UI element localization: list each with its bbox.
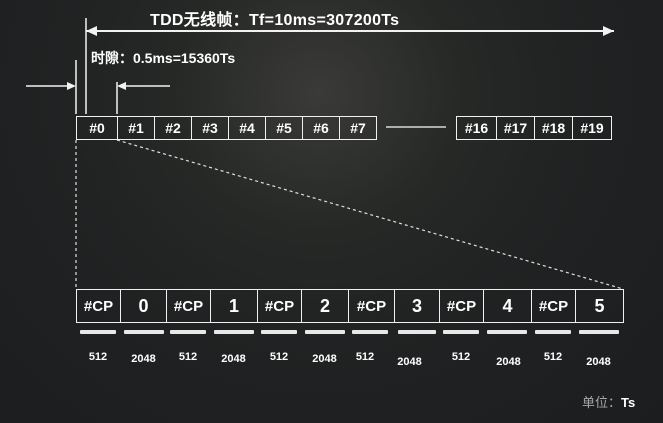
symbol-1-length: 2048 — [221, 353, 246, 365]
symbol-0: 0 — [120, 289, 167, 323]
slot-17: #17 — [496, 116, 535, 140]
symbol-3-length: 2048 — [397, 356, 422, 368]
symbol-4-underline — [487, 330, 527, 334]
symbol-3-number: 3 — [411, 295, 422, 316]
cp-5-underline — [535, 330, 571, 334]
unit-label: 单位： — [582, 395, 622, 410]
slot-18: #18 — [534, 116, 573, 140]
symbol-1: 1 — [210, 289, 258, 323]
slot-1: #1 — [117, 116, 155, 140]
frame-arrow-left-head — [86, 26, 97, 36]
symbol-2-number: 2 — [319, 295, 330, 316]
cp-0-underline — [80, 330, 116, 334]
zoom-line-right — [116, 139, 624, 290]
symbol-5-number: 5 — [594, 295, 605, 316]
unit-note: 单位：Ts — [582, 392, 635, 411]
cp-2-underline — [261, 330, 297, 334]
symbol-5-length: 2048 — [586, 356, 611, 368]
symbol-2-underline — [305, 330, 345, 334]
symbol-0-length: 2048 — [131, 353, 156, 365]
cp-3: #CP — [348, 289, 395, 323]
slot-5: #5 — [265, 116, 303, 140]
slot-16: #16 — [456, 116, 497, 140]
slot-3: #3 — [191, 116, 229, 140]
frame-label: TDD无线帧：Tf=10ms=307200Ts — [150, 12, 400, 29]
symbol-5: 5 — [575, 289, 624, 323]
cp-1: #CP — [166, 289, 211, 323]
slot-2: #2 — [154, 116, 192, 140]
cp-1-underline — [170, 330, 206, 334]
slot-4: #4 — [228, 116, 266, 140]
symbol-4-length: 2048 — [496, 356, 521, 368]
cp-0-length: 512 — [88, 351, 108, 363]
cp-0: #CP — [76, 289, 121, 323]
slot-arrow-right-head — [117, 82, 126, 90]
cp-2-length: 512 — [269, 351, 289, 363]
cp-3-underline — [352, 330, 388, 334]
cp-5: #CP — [531, 289, 576, 323]
slot-19: #19 — [572, 116, 612, 140]
cp-5-length: 512 — [543, 351, 563, 363]
slot-6: #6 — [302, 116, 340, 140]
symbol-5-underline — [579, 330, 619, 334]
cp-4-length: 512 — [451, 351, 471, 363]
slot-label: 时隙：0.5ms=15360Ts — [91, 50, 236, 66]
unit-value: Ts — [621, 395, 636, 410]
symbol-1-number: 1 — [228, 295, 239, 316]
symbol-0-number: 0 — [138, 295, 149, 316]
slot-7: #7 — [339, 116, 377, 140]
slot-arrow-left-head — [67, 82, 76, 90]
symbol-3-underline — [398, 330, 436, 334]
symbol-1-underline — [214, 330, 254, 334]
symbol-4: 4 — [483, 289, 532, 323]
symbol-4-number: 4 — [502, 295, 513, 316]
frame-arrow-right-head — [603, 26, 614, 36]
symbol-3: 3 — [394, 289, 440, 323]
slot-0: #0 — [76, 116, 118, 140]
cp-2: #CP — [257, 289, 302, 323]
cp-4: #CP — [439, 289, 484, 323]
symbol-2-length: 2048 — [312, 353, 337, 365]
cp-3-length: 512 — [355, 351, 375, 363]
cp-1-length: 512 — [178, 351, 198, 363]
symbol-2: 2 — [301, 289, 349, 323]
cp-4-underline — [443, 330, 479, 334]
symbol-0-underline — [124, 330, 164, 334]
